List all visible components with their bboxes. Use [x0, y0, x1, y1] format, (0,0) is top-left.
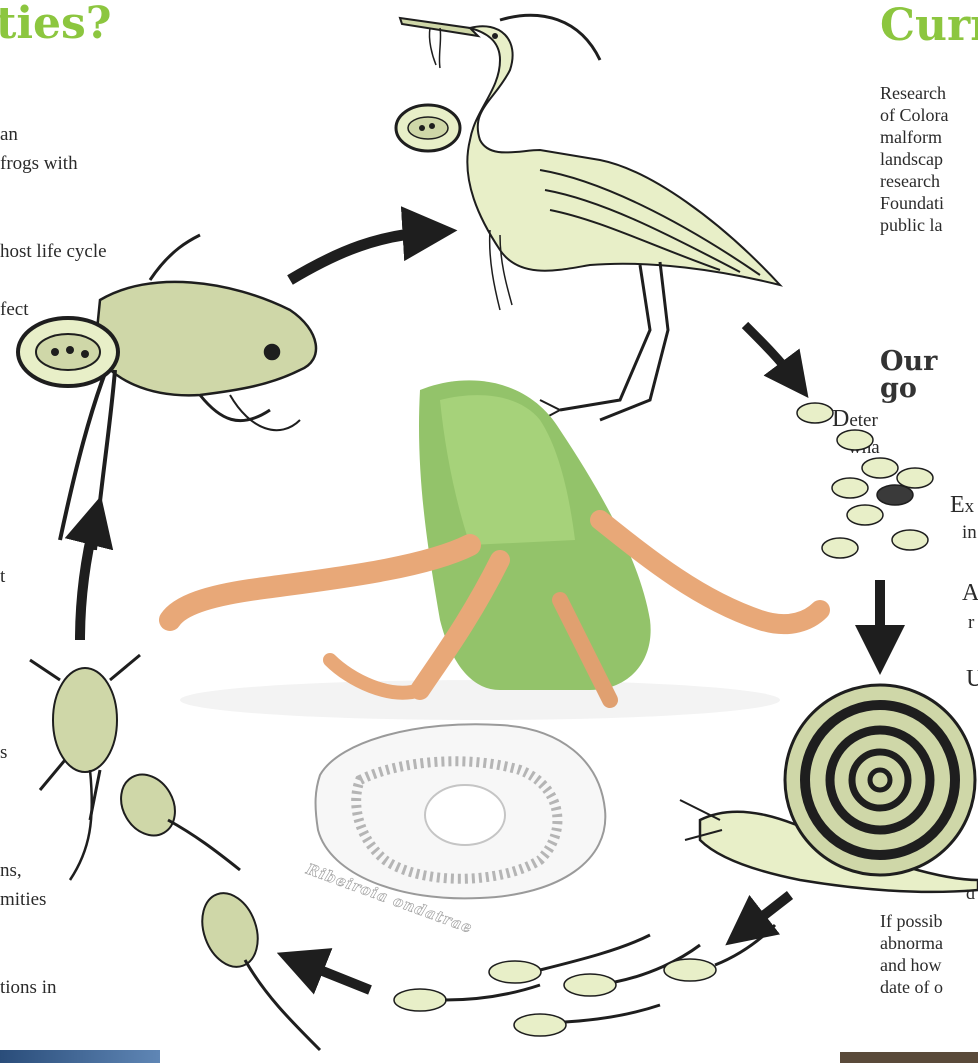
arrow-icon	[300, 962, 370, 990]
tadpole-illustration	[110, 765, 320, 1050]
cercariae-illustration	[394, 925, 775, 1036]
egg-cluster-illustration	[797, 403, 933, 558]
arrow-icon	[290, 232, 430, 280]
arrow-icon	[80, 520, 95, 640]
cyst-icon	[18, 318, 118, 386]
heron-illustration	[400, 15, 780, 420]
arrow-icon	[745, 895, 790, 930]
froglet-illustration	[30, 655, 140, 880]
cyst-cross-section	[316, 724, 606, 898]
cyst-icon	[396, 105, 460, 151]
snail-illustration	[680, 685, 978, 892]
malformed-frog-photo	[170, 380, 820, 720]
arrow-icon	[745, 325, 795, 380]
malformed-frog-illustration	[60, 235, 316, 550]
